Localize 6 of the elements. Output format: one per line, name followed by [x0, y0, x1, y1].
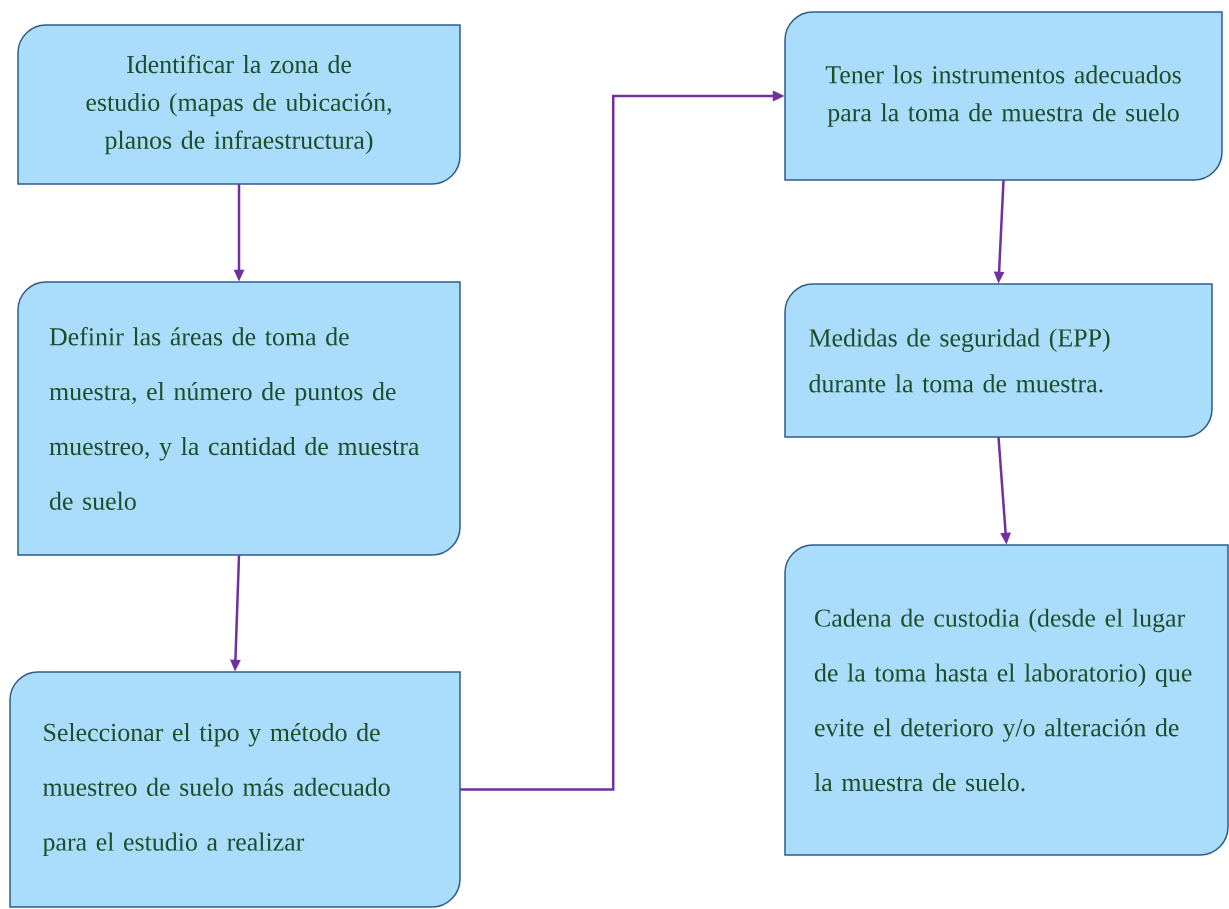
process-box: Seleccionar el tipo y método de muestreo de suelo más adecuado para el estudio a realizar	[9, 671, 461, 908]
process-box: Cadena de custodia (desde el lugar de la toma hasta el laboratorio) que evite el deterioro y/o alteración de la muestra de suelo.	[784, 544, 1229, 856]
process-box: Definir las áreas de toma de muestra, el número de puntos de muestreo, y la cantidad de muestra de suelo	[17, 281, 461, 556]
process-box: Tener los instrumentos adecuados para la toma de muestra de suelo	[784, 11, 1223, 181]
process-box: Medidas de seguridad (EPP) durante la toma de muestra.	[784, 283, 1213, 438]
process-box: Identificar la zona de estudio (mapas de ubicación, planos de infraestructura)	[17, 24, 461, 185]
